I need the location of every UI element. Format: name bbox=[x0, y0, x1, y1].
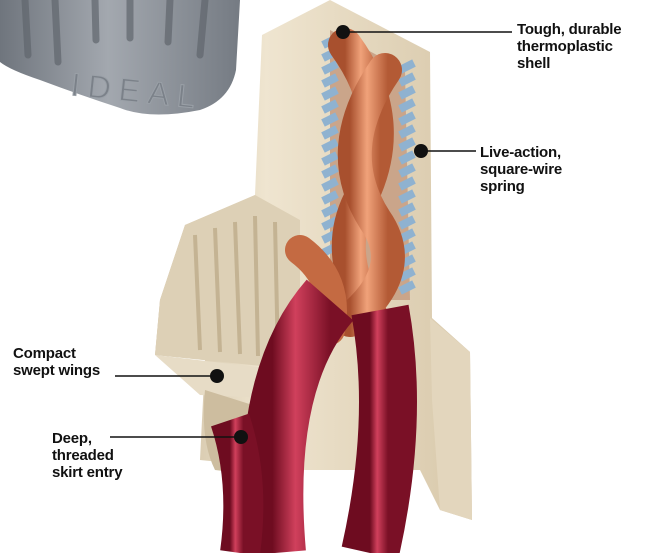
callout-line: Live-action, bbox=[480, 144, 562, 161]
callout-swept-wings: Compact swept wings bbox=[13, 345, 100, 379]
callout-line: Compact bbox=[13, 345, 100, 362]
callout-line: skirt entry bbox=[52, 464, 122, 481]
callout-line: swept wings bbox=[13, 362, 100, 379]
gray-wire-nut-cap: IDEAL bbox=[0, 0, 240, 116]
callout-line: threaded bbox=[52, 447, 122, 464]
callout-line: square-wire bbox=[480, 161, 562, 178]
callout-square-wire-spring: Live-action, square-wire spring bbox=[480, 144, 562, 195]
callout-line: spring bbox=[480, 178, 562, 195]
callout-line: Deep, bbox=[52, 430, 122, 447]
skirt-leader-dot bbox=[234, 430, 248, 444]
callout-threaded-skirt: Deep, threaded skirt entry bbox=[52, 430, 122, 481]
callout-thermoplastic-shell: Tough, durable thermoplastic shell bbox=[517, 21, 621, 72]
shell-leader-dot bbox=[336, 25, 350, 39]
callout-line: thermoplastic bbox=[517, 38, 621, 55]
spring-leader-dot bbox=[414, 144, 428, 158]
callout-line: Tough, durable bbox=[517, 21, 621, 38]
wings-leader-dot bbox=[210, 369, 224, 383]
callout-line: shell bbox=[517, 55, 621, 72]
